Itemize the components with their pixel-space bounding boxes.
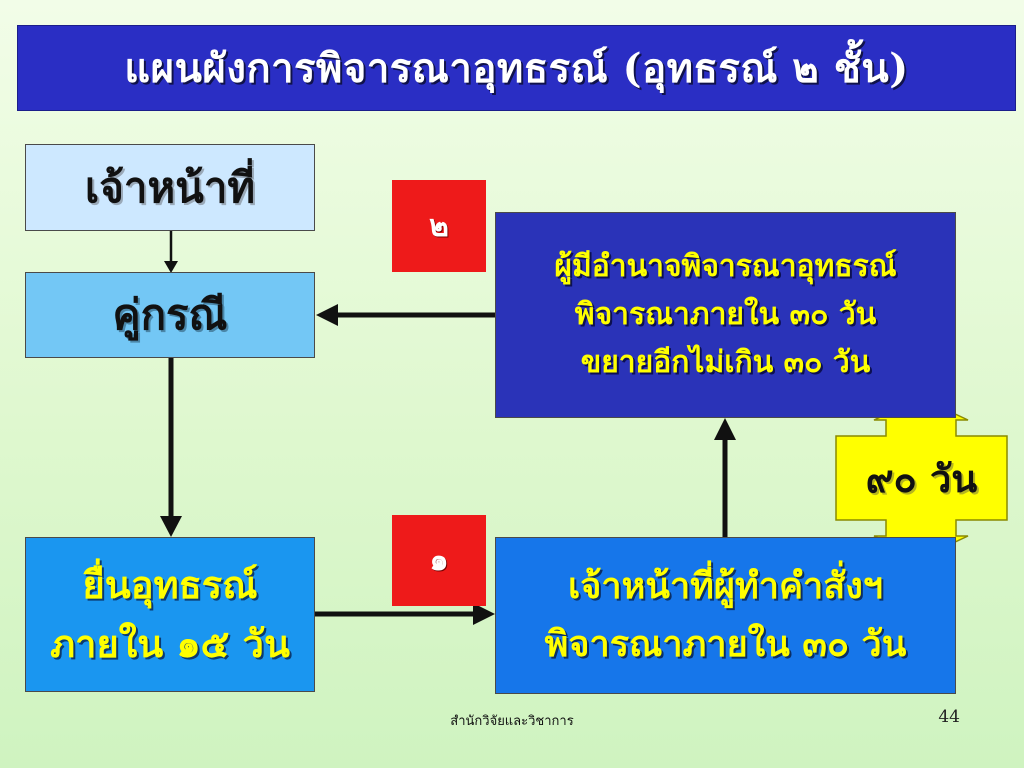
file-appeal-line1: ยื่นอุทธรณ์ [82,561,258,607]
footer-text: สำนักวิจัยและวิชาการ [450,714,574,729]
order-officer-line2: พิจารณาภายใน ๓๐ วัน [544,622,907,665]
order-officer-line1: เจ้าหน้าที่ผู้ทำคำสั่งฯ [568,564,883,607]
arrow-file-to-executor [315,603,495,625]
file-appeal-box: ยื่นอุทธรณ์ ภายใน ๑๕ วัน [25,537,315,692]
appeal-authority-line3: ขยายอีกไม่เกิน ๓๐ วัน [580,345,871,380]
officer-box: เจ้าหน้าที่ [25,144,315,231]
appeal-authority-line2: พิจารณาภายใน ๓๐ วัน [574,297,877,332]
party-label: คู่กรณี [112,290,228,339]
party-box: คู่กรณี [25,272,315,358]
arrow-authority-to-party [316,304,495,326]
total-days-label: ๙๐ วัน [865,455,978,501]
order-officer-box: เจ้าหน้าที่ผู้ทำคำสั่งฯ พิจารณาภายใน ๓๐ … [495,537,956,694]
step-1-badge: ๑ [392,515,486,606]
step-2-badge: ๒ [392,180,486,272]
appeal-authority-box: ผู้มีอำนาจพิจารณาอุทธรณ์ พิจารณาภายใน ๓๐… [495,212,956,418]
page-number: 44 [938,707,960,727]
arrow-party-to-file [160,358,182,537]
appeal-authority-line1: ผู้มีอำนาจพิจารณาอุทธรณ์ [554,249,897,284]
file-appeal-line2: ภายใน ๑๕ วัน [50,620,290,666]
officer-label: เจ้าหน้าที่ [84,162,256,212]
page-title: แผนผังการพิจารณาอุทธรณ์ (อุทธรณ์ ๒ ชั้น) [17,25,1016,111]
arrow-officer-to-party [164,231,178,273]
arrow-executor-to-authority [714,418,736,537]
